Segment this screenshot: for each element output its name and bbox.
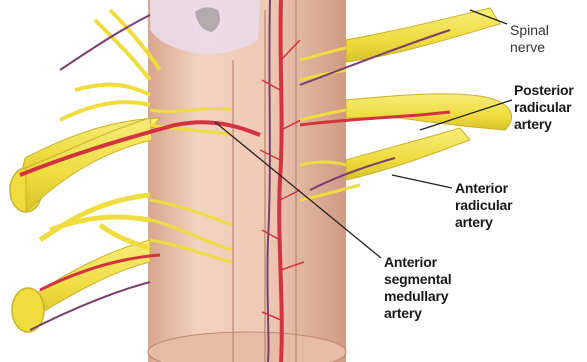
label-spinal-nerve: Spinal nerve bbox=[510, 22, 549, 56]
label-anterior-radicular-artery-line-3: artery bbox=[455, 214, 512, 231]
leader-anterior-radicular-artery bbox=[392, 175, 452, 188]
label-posterior-radicular-artery-line-3: artery bbox=[514, 116, 574, 133]
label-anterior-segmental-medullary-artery-line-4: artery bbox=[384, 305, 451, 322]
label-posterior-radicular-artery-line-2: radicular bbox=[514, 99, 574, 116]
label-anterior-radicular-artery: Anterior radicular artery bbox=[455, 180, 512, 231]
label-spinal-nerve-line-2: nerve bbox=[510, 39, 549, 56]
label-spinal-nerve-line-1: Spinal bbox=[510, 22, 549, 39]
label-anterior-radicular-artery-line-2: radicular bbox=[455, 197, 512, 214]
label-posterior-radicular-artery-line-1: Posterior bbox=[514, 82, 574, 99]
label-anterior-segmental-medullary-artery-line-1: Anterior bbox=[384, 254, 451, 271]
label-anterior-segmental-medullary-artery-line-3: medullary bbox=[384, 288, 451, 305]
label-anterior-segmental-medullary-artery-line-2: segmental bbox=[384, 271, 451, 288]
label-posterior-radicular-artery: Posterior radicular artery bbox=[514, 82, 574, 133]
label-anterior-segmental-medullary-artery: Anterior segmental medullary artery bbox=[384, 254, 451, 322]
label-anterior-radicular-artery-line-1: Anterior bbox=[455, 180, 512, 197]
